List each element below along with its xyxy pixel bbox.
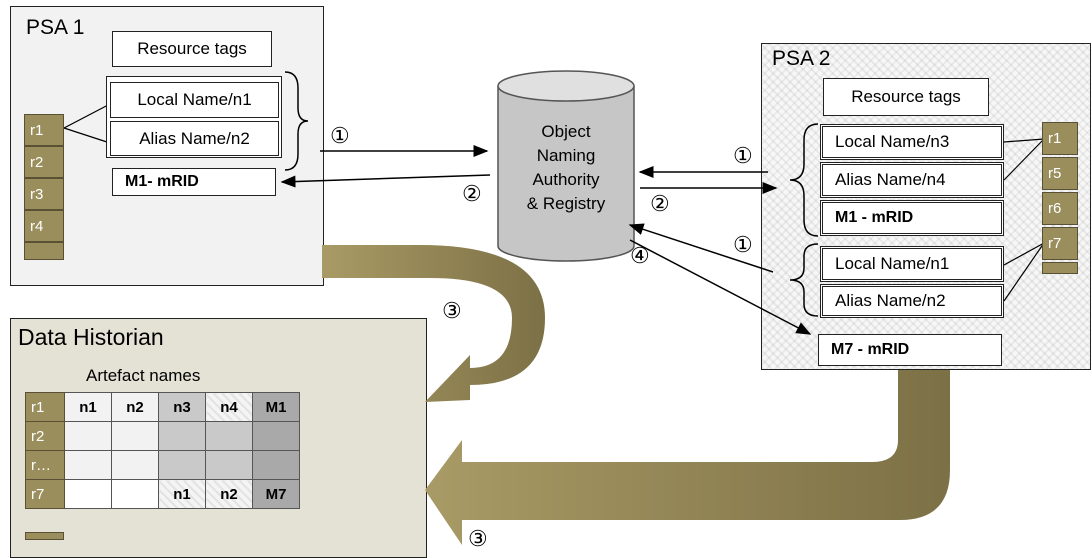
step-2-psa2: ② bbox=[650, 191, 670, 216]
table-cell bbox=[205, 421, 253, 451]
table-cell bbox=[252, 450, 300, 480]
artefact-table: r1 n1 n2 n3 n4 M1 r2 r… r7 n1 n2 M7 bbox=[25, 392, 300, 509]
historian-tag-blank bbox=[25, 532, 64, 540]
table-cell bbox=[158, 450, 206, 480]
table-cell bbox=[64, 421, 112, 451]
psa1-alias-name: Alias Name/n2 bbox=[110, 121, 279, 156]
psa1-tag-r1: r1 bbox=[24, 114, 64, 146]
psa1-tag-r3: r3 bbox=[24, 178, 64, 210]
registry-line-1: Object bbox=[541, 122, 591, 141]
arrow-registry-to-m7 bbox=[629, 239, 812, 335]
table-cell: n1 bbox=[158, 479, 206, 509]
row-label: r… bbox=[25, 450, 65, 480]
link-r1-local-psa2 bbox=[1003, 138, 1045, 143]
link-r7-local-psa2 bbox=[1003, 242, 1045, 266]
arrow-registry-to-psa1 bbox=[280, 174, 491, 188]
psa1-title: PSA 1 bbox=[26, 16, 85, 39]
link-r1-local-psa1 bbox=[63, 103, 111, 129]
psa2-tag-r7: r7 bbox=[1042, 227, 1078, 260]
brace-psa2-group2 bbox=[789, 243, 819, 317]
step-3-upper: ③ bbox=[442, 298, 462, 323]
step-1-psa2-bottom: ① bbox=[733, 232, 753, 257]
table-cell: n4 bbox=[205, 392, 253, 422]
step-3-lower: ③ bbox=[468, 526, 488, 551]
row-label: r2 bbox=[25, 421, 65, 451]
link-r1-alias-psa1 bbox=[63, 127, 111, 144]
table-cell: M7 bbox=[252, 479, 300, 509]
psa1-local-name: Local Name/n1 bbox=[110, 82, 279, 118]
table-cell bbox=[111, 479, 159, 509]
table-cell: M1 bbox=[252, 392, 300, 422]
table-row: r1 n1 n2 n3 n4 M1 bbox=[25, 392, 300, 422]
step-2-psa1: ② bbox=[462, 181, 482, 206]
psa2-local-name-n3: Local Name/n3 bbox=[820, 124, 1004, 160]
psa2-tag-r6: r6 bbox=[1042, 192, 1078, 225]
table-cell bbox=[64, 479, 112, 509]
psa1-tag-r2: r2 bbox=[24, 146, 64, 178]
table-row: r… bbox=[25, 450, 300, 480]
table-cell bbox=[205, 450, 253, 480]
brace-psa1 bbox=[284, 71, 309, 171]
psa2-local-name-n1: Local Name/n1 bbox=[820, 246, 1004, 282]
psa2-alias-name-n2: Alias Name/n2 bbox=[820, 284, 1004, 318]
psa1-mrid: M1- mRID bbox=[112, 168, 276, 196]
flow-arrow-psa2-to-historian bbox=[425, 370, 950, 545]
table-row: r2 bbox=[25, 421, 300, 451]
table-cell: n2 bbox=[205, 479, 253, 509]
step-1-psa2-top: ① bbox=[733, 143, 753, 168]
psa2-alias-name-n4: Alias Name/n4 bbox=[820, 162, 1004, 198]
table-cell bbox=[111, 450, 159, 480]
historian-subtitle: Artefact names bbox=[86, 366, 201, 385]
registry-label: Object Naming Authority & Registry bbox=[498, 120, 634, 216]
link-r7-alias-psa2 bbox=[1003, 242, 1045, 302]
brace-psa2-group1 bbox=[789, 123, 819, 237]
table-cell bbox=[158, 421, 206, 451]
step-1-psa1: ① bbox=[330, 123, 350, 148]
step-4: ④ bbox=[630, 243, 650, 268]
table-cell bbox=[111, 421, 159, 451]
psa2-tag-r1: r1 bbox=[1042, 122, 1078, 155]
table-cell: n2 bbox=[111, 392, 159, 422]
psa2-resource-tags: Resource tags bbox=[823, 78, 989, 116]
registry-cylinder bbox=[497, 70, 635, 262]
psa1-tag-blank bbox=[24, 242, 64, 260]
psa2-title: PSA 2 bbox=[772, 47, 831, 70]
table-cell bbox=[252, 421, 300, 451]
flow-arrow-psa1-to-historian bbox=[322, 245, 545, 402]
psa1-resource-tags: Resource tags bbox=[112, 31, 272, 67]
link-r1-alias-psa2 bbox=[1003, 138, 1045, 181]
table-cell: n3 bbox=[158, 392, 206, 422]
row-label: r1 bbox=[25, 392, 65, 422]
registry-line-4: & Registry bbox=[526, 194, 606, 213]
psa2-tag-blank bbox=[1042, 262, 1078, 274]
psa2-m7-mrid: M7 - mRID bbox=[818, 334, 1002, 366]
table-cell: n1 bbox=[64, 392, 112, 422]
table-cell bbox=[64, 450, 112, 480]
psa2-m1-mrid: M1 - mRID bbox=[820, 200, 1004, 236]
historian-title: Data Historian bbox=[18, 324, 164, 350]
table-row: r7 n1 n2 M7 bbox=[25, 479, 300, 509]
psa2-tag-r5: r5 bbox=[1042, 157, 1078, 190]
registry-line-3: Authority bbox=[532, 170, 600, 189]
arrow-psa2-group2-to-registry bbox=[628, 223, 774, 273]
row-label: r7 bbox=[25, 479, 65, 509]
registry-line-2: Naming bbox=[536, 146, 596, 165]
psa1-tag-r4: r4 bbox=[24, 210, 64, 242]
